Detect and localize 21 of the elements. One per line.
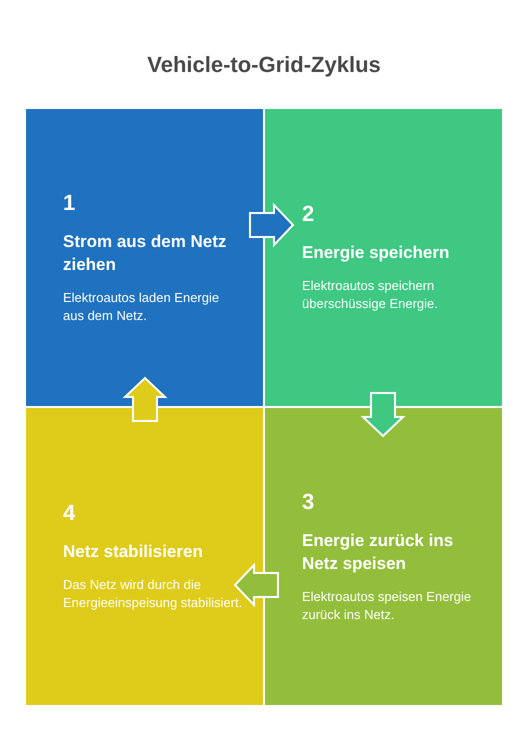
quadrant-panel	[25, 108, 264, 407]
quadrant-panel	[25, 407, 264, 706]
block-arrow	[122, 376, 168, 422]
step-description: Das Netz wird durch die Energieeinspeisung stabilisiert.	[63, 576, 243, 612]
diagram-title: Vehicle-to-Grid-Zyklus	[146, 52, 382, 78]
step-description: Elektroautos speichern überschüssige Energie.	[302, 277, 439, 314]
quadrant-panel	[264, 407, 503, 706]
step-heading: Energie speichern	[302, 242, 450, 264]
block-arrow	[234, 562, 279, 608]
step-number: 2	[302, 201, 314, 228]
step-number: 3	[302, 488, 314, 515]
step-heading: Energie zurück ins Netz speisen	[302, 530, 454, 576]
step-number: 4	[63, 500, 76, 526]
step-heading: Netz stabilisieren	[63, 541, 203, 564]
step-heading: Strom aus dem Netz ziehen	[63, 230, 228, 276]
step-description: Elektroautos laden Energie aus dem Netz.	[63, 289, 220, 326]
step-description: Elektroautos speisen Energie zurück ins Netz.	[302, 588, 472, 624]
block-arrow	[360, 392, 406, 438]
block-arrow	[249, 202, 294, 248]
quadrant-panel	[264, 108, 503, 407]
step-number: 1	[63, 190, 76, 216]
